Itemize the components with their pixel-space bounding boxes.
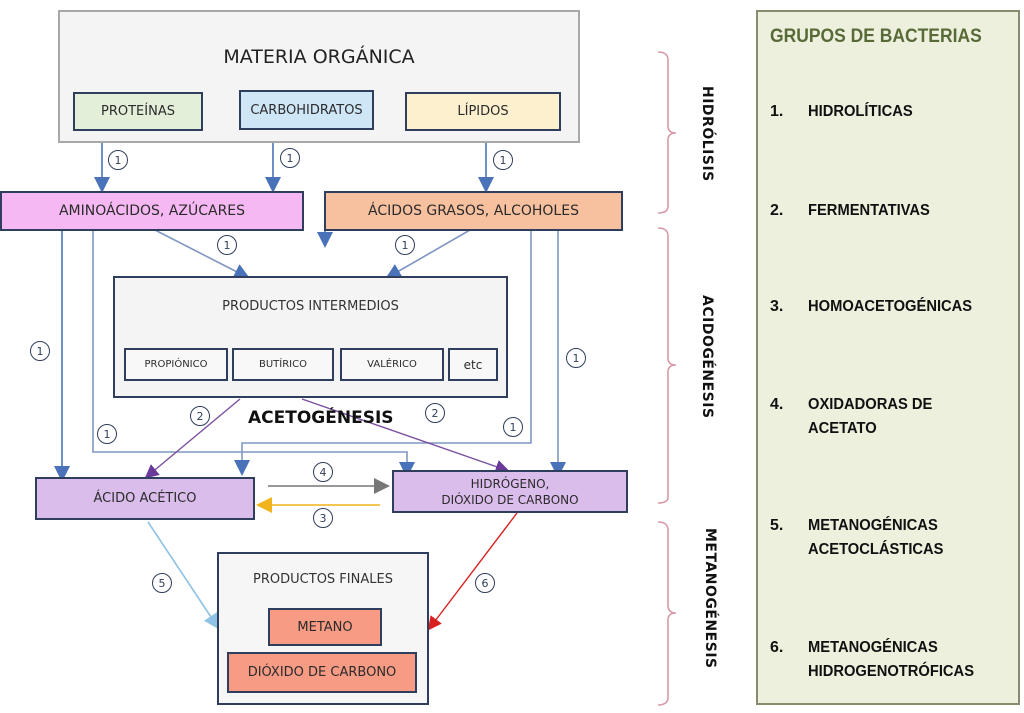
legend-title: GRUPOS DE BACTERIAS [770, 26, 982, 47]
step-marker: 3 [313, 508, 333, 528]
legend-item: 4. OXIDADORAS DE ACETATO [770, 393, 943, 441]
legend-item-number: 2. [770, 202, 784, 219]
bracket-acidogenesis [657, 227, 677, 504]
phase-brackets [657, 51, 677, 706]
carbohidratos-box: CARBOHIDRATOS [239, 90, 374, 130]
legend-item-number: 3. [770, 298, 784, 315]
step-marker: 4 [313, 462, 333, 482]
legend-item-number: 1. [770, 103, 784, 120]
acido-acetico-label: ÁCIDO ACÉTICO [93, 491, 197, 506]
step-marker: 6 [475, 573, 495, 593]
propionico-label: PROPIÓNICO [144, 359, 208, 370]
arrow-amino-to-intermedios [154, 229, 251, 279]
phase-label-acidogenesis: ACIDOGÉNESIS [699, 295, 715, 419]
arrow-step6 [427, 512, 518, 631]
legend-item-text: HOMOACETOGÉNICAS [808, 298, 973, 315]
propionico-box: PROPIÓNICO [124, 348, 228, 381]
hidrogeno-label-line1: HIDRÓGENO, [470, 476, 550, 491]
carbohidratos-label: CARBOHIDRATOS [250, 102, 363, 118]
dioxido-carbono-box: DIÓXIDO DE CARBONO [227, 652, 417, 693]
materia-organica-title: MATERIA ORGÁNICA [223, 46, 415, 68]
arrow-step5 [147, 521, 220, 630]
etc-box: etc [448, 348, 498, 381]
legend-item: 6. METANOGÉNICAS HIDROGENOTRÓFICAS [770, 636, 988, 684]
hidrogeno-box: HIDRÓGENO, DIÓXIDO DE CARBONO [392, 470, 628, 513]
acidos-grasos-box: ÁCIDOS GRASOS, ALCOHOLES [324, 191, 623, 231]
arrow-acetogenesis-acetico [144, 398, 241, 479]
phase-label-metanogenesis: METANOGÉNESIS [702, 528, 718, 669]
step-marker: 1 [566, 348, 586, 368]
aminoacidos-box: AMINOÁCIDOS, AZÚCARES [0, 191, 304, 231]
step-marker: 5 [152, 573, 172, 593]
legend-item: 3. HOMOACETOGÉNICAS [770, 295, 986, 319]
bracket-metanogenesis [657, 521, 677, 706]
legend-item: 5. METANOGÉNICAS ACETOCLÁSTICAS [770, 514, 955, 562]
acidos-grasos-label: ÁCIDOS GRASOS, ALCOHOLES [368, 203, 579, 219]
hidrogeno-label-line2: DIÓXIDO DE CARBONO [441, 492, 579, 507]
legend-item-number: 5. [770, 517, 784, 534]
valerico-box: VALÉRICO [340, 348, 444, 381]
bracket-hidrolisis [657, 51, 677, 214]
acetogenesis-label: ACETOGÉNESIS [248, 408, 394, 428]
step-marker: 2 [425, 403, 445, 423]
dioxido-carbono-label: DIÓXIDO DE CARBONO [247, 665, 397, 680]
butirico-box: BUTÍRICO [232, 348, 334, 381]
legend-item-text: FERMENTATIVAS [808, 202, 930, 219]
step-marker: 1 [217, 235, 237, 255]
lipidos-box: LÍPIDOS [405, 92, 561, 131]
proteinas-label: PROTEÍNAS [101, 104, 175, 119]
aminoacidos-label: AMINOÁCIDOS, AZÚCARES [58, 203, 246, 219]
legend-item-text: METANOGÉNICAS ACETOCLÁSTICAS [808, 517, 944, 558]
arrow-acidos-to-acetico [234, 230, 532, 476]
arrow-acidos-to-intermedios [385, 229, 471, 279]
legend-item-text: METANOGÉNICAS HIDROGENOTRÓFICAS [808, 639, 975, 680]
productos-intermedios-title: PRODUCTOS INTERMEDIOS [222, 299, 399, 314]
step-marker: 1 [503, 417, 523, 437]
step-marker: 1 [280, 148, 300, 168]
legend-item: 1. HIDROLÍTICAS [770, 100, 922, 124]
arrow-acetogenesis-hidrogeno [301, 398, 510, 474]
metano-label: METANO [297, 619, 353, 635]
acido-acetico-box: ÁCIDO ACÉTICO [35, 477, 255, 520]
phase-label-hidrolisis: HIDRÓLISIS [699, 86, 715, 182]
metano-box: METANO [268, 608, 382, 646]
step-marker: 1 [108, 150, 128, 170]
legend-item-text: OXIDADORAS DE ACETATO [808, 396, 933, 437]
bacteria-groups-legend: GRUPOS DE BACTERIAS 1. HIDROLÍTICAS 2. F… [756, 10, 1020, 705]
legend-item-number: 4. [770, 396, 784, 413]
step-marker: 2 [190, 406, 210, 426]
legend-item-text: HIDROLÍTICAS [808, 103, 913, 120]
step-marker: 1 [30, 341, 50, 361]
valerico-label: VALÉRICO [367, 359, 417, 370]
step-marker: 1 [493, 150, 513, 170]
legend-item-number: 6. [770, 639, 784, 656]
step-marker: 1 [395, 235, 415, 255]
productos-finales-title: PRODUCTOS FINALES [253, 572, 393, 587]
arrow-amino-to-hidrogeno [92, 230, 415, 478]
step-marker: 1 [97, 424, 117, 444]
etc-label: etc [463, 357, 483, 372]
proteinas-box: PROTEÍNAS [73, 92, 203, 131]
butirico-label: BUTÍRICO [259, 359, 307, 370]
legend-item: 2. FERMENTATIVAS [770, 199, 940, 223]
lipidos-label: LÍPIDOS [457, 104, 509, 119]
